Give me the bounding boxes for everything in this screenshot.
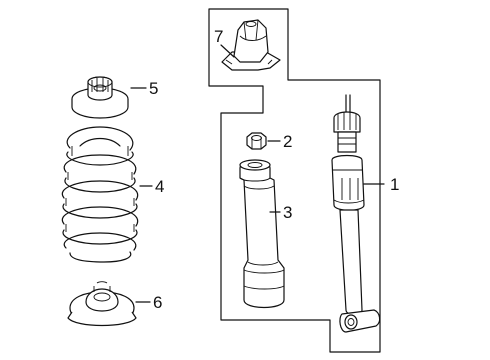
callout-7: 7: [214, 27, 223, 46]
shock-absorber: [331, 94, 381, 333]
dust-boot: [239, 159, 285, 309]
callout-5: 5: [149, 79, 158, 98]
leader-lines: [130, 44, 385, 303]
callout-2: 2: [283, 132, 292, 151]
callout-4: 4: [155, 177, 164, 196]
lower-spring-seat: [67, 281, 137, 327]
nut: [246, 132, 267, 150]
callout-3: 3: [283, 203, 292, 222]
callout-1: 1: [390, 175, 399, 194]
assembly-group-outline: [208, 8, 381, 353]
top-mount: [221, 19, 281, 71]
upper-spring-seat: [71, 76, 129, 119]
coil-spring: [61, 126, 139, 263]
callout-6: 6: [153, 293, 162, 312]
